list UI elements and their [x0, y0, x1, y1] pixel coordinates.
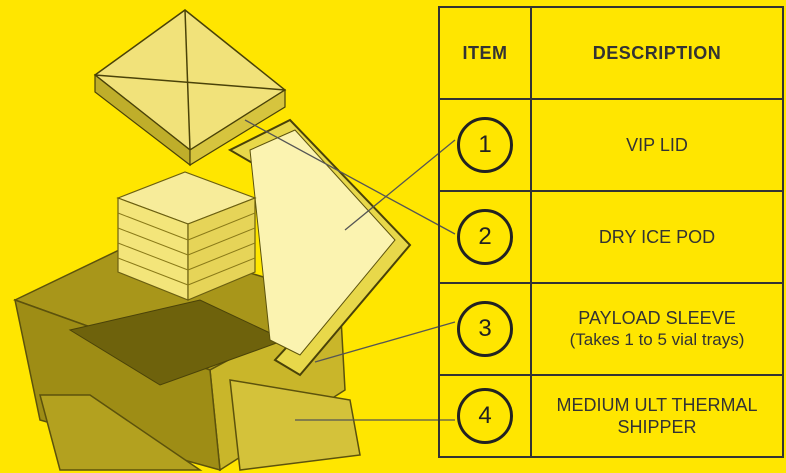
item-number-4: 4 — [457, 388, 513, 444]
description-4: MEDIUM ULT THERMAL SHIPPER — [538, 394, 776, 438]
description-cell-2: DRY ICE POD — [530, 190, 784, 284]
description-cell-1: VIP LID — [530, 98, 784, 192]
description-2: DRY ICE POD — [599, 226, 715, 248]
description-1: VIP LID — [626, 134, 688, 156]
item-number-2: 2 — [457, 209, 513, 265]
description-cell-4: MEDIUM ULT THERMAL SHIPPER — [530, 374, 784, 458]
dry-ice-pod — [118, 172, 255, 300]
parts-table: ITEM DESCRIPTION 1 VIP LID 2 DRY ICE POD… — [438, 6, 784, 458]
item-cell-4: 4 — [438, 374, 532, 458]
header-item: ITEM — [438, 6, 532, 100]
item-cell-2: 2 — [438, 190, 532, 284]
item-number-3: 3 — [457, 301, 513, 357]
item-cell-1: 1 — [438, 98, 532, 192]
description-cell-3: PAYLOAD SLEEVE (Takes 1 to 5 vial trays) — [530, 282, 784, 376]
item-number-1: 1 — [457, 117, 513, 173]
description-3: PAYLOAD SLEEVE — [578, 307, 735, 329]
item-cell-3: 3 — [438, 282, 532, 376]
header-description: DESCRIPTION — [530, 6, 784, 100]
description-3-note: (Takes 1 to 5 vial trays) — [570, 329, 745, 351]
